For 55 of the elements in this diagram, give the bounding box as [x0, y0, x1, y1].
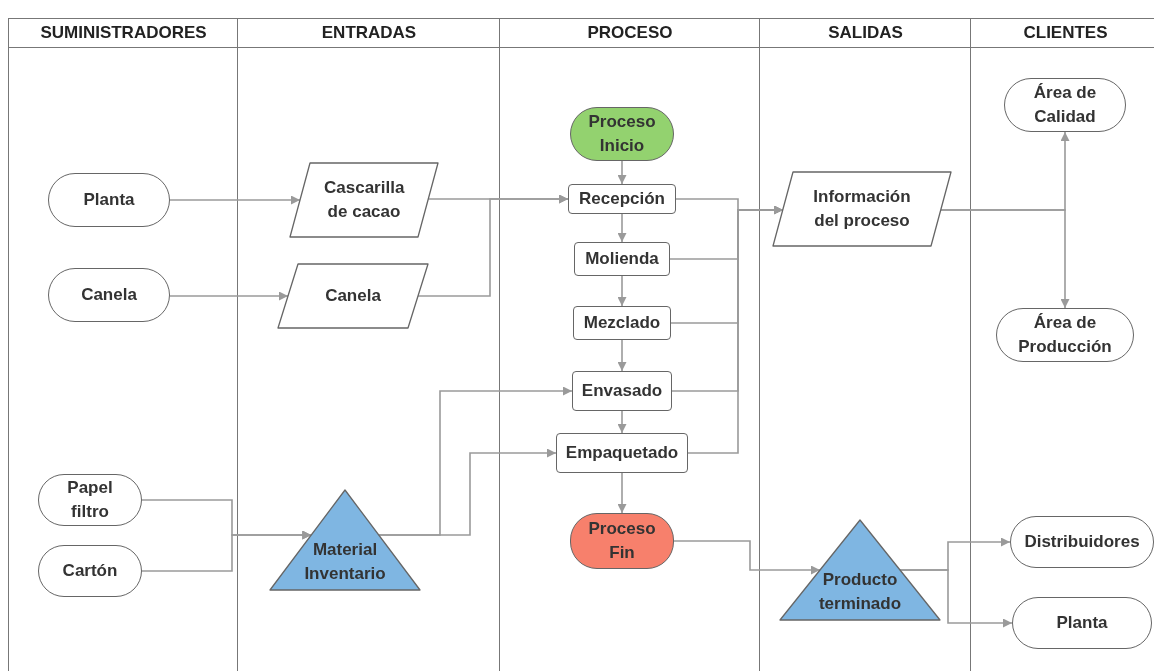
terminal-shape [1012, 597, 1152, 649]
process-box [568, 184, 676, 214]
node-label: Área de Calidad [1032, 82, 1098, 128]
terminal-shape [38, 545, 142, 597]
inventory-triangle [270, 490, 420, 590]
terminal-shape [996, 308, 1134, 362]
terminal-shape [570, 513, 674, 569]
terminal-shape [1010, 516, 1154, 568]
node-label: Proceso Fin [587, 518, 657, 564]
node-label: Molienda [585, 248, 659, 270]
lane-header: SALIDAS [760, 19, 971, 48]
node-label: Información del proceso [812, 186, 912, 232]
arrow [417, 194, 569, 297]
inventory-triangle [780, 520, 940, 620]
terminal-shape [48, 268, 170, 322]
node-label: Canela [325, 285, 381, 307]
lane-header: SUMINISTRADORES [9, 19, 238, 48]
lane-header: CLIENTES [971, 19, 1154, 48]
arrow [617, 213, 627, 243]
arrow [617, 275, 627, 307]
node-label: Mezclado [583, 312, 661, 334]
arrow [169, 195, 301, 205]
node-label: Cascarilla de cacao [324, 177, 404, 223]
node-label: Recepción [579, 188, 665, 210]
terminal-shape [38, 474, 142, 526]
node-label: Envasado [581, 380, 663, 402]
node-label: Cartón [62, 560, 118, 582]
lane-header: ENTRADAS [238, 19, 500, 48]
arrow [169, 291, 289, 301]
terminal-shape [570, 107, 674, 161]
data-parallelogram [290, 163, 438, 237]
terminal-shape [48, 173, 170, 227]
node-label: Producto terminado [817, 569, 903, 615]
terminal-shape [1004, 78, 1126, 132]
arrow [617, 410, 627, 434]
arrow [617, 339, 627, 372]
process-box [572, 371, 672, 411]
node-label: Empaquetado [565, 442, 679, 464]
node-label: Canela [81, 284, 137, 306]
arrow [617, 160, 627, 185]
process-box [556, 433, 688, 473]
lane-header: PROCESO [500, 19, 760, 48]
data-parallelogram [773, 172, 951, 246]
node-label: Distribuidores [1024, 531, 1140, 553]
data-parallelogram [278, 264, 428, 328]
node-label: Planta [83, 189, 135, 211]
node-label: Proceso Inicio [587, 111, 657, 157]
node-label: Papel filtro [66, 477, 114, 523]
arrow [617, 472, 627, 514]
arrow [673, 540, 821, 575]
process-box [574, 242, 670, 276]
node-label: Área de Producción [1017, 312, 1113, 358]
process-box [573, 306, 671, 340]
node-label: Planta [1056, 612, 1108, 634]
node-label: Material Inventario [303, 539, 387, 585]
